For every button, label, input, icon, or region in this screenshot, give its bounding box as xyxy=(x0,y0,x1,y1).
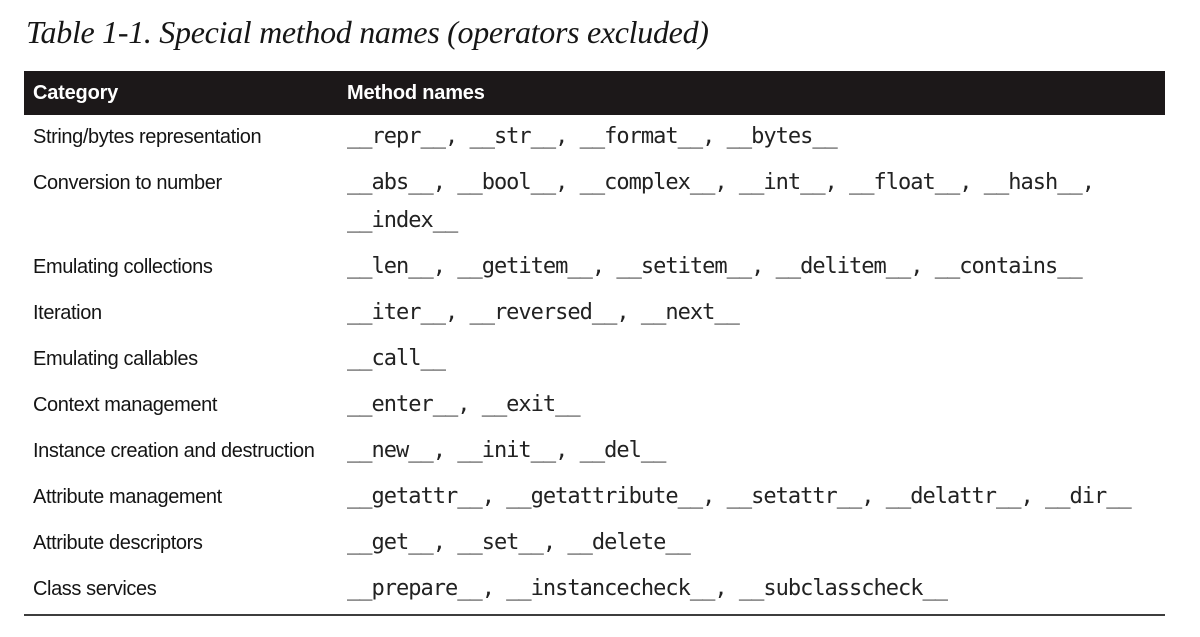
table-row: String/bytes representation __repr__, __… xyxy=(24,118,1165,156)
table-caption: Table 1-1. Special method names (operato… xyxy=(26,14,709,50)
method-names-cell: __len__, __getitem__, __setitem__, __del… xyxy=(347,254,1083,279)
category-cell: Attribute management xyxy=(33,486,222,508)
column-header-category: Category xyxy=(33,81,119,104)
table-row: Iteration __iter__, __reversed__, __next… xyxy=(24,294,1165,332)
special-methods-table: Category Method names String/bytes repre… xyxy=(24,71,1165,616)
category-cell: Conversion to number xyxy=(33,172,222,194)
method-names-cell: __prepare__, __instancecheck__, __subcla… xyxy=(347,576,948,601)
method-names-cell: __get__, __set__, __delete__ xyxy=(347,530,691,555)
method-names-cell: __abs__, __bool__, __complex__, __int__,… xyxy=(347,170,1095,233)
category-cell: Instance creation and destruction xyxy=(33,440,315,462)
table-row: Context management __enter__, __exit__ xyxy=(24,386,1165,424)
method-names-cell: __enter__, __exit__ xyxy=(347,392,581,417)
category-cell: Emulating callables xyxy=(33,348,198,370)
table-header-row: Category Method names xyxy=(24,71,1165,115)
table-row: Attribute management __getattr__, __geta… xyxy=(24,478,1165,516)
table-row: Class services __prepare__, __instancech… xyxy=(24,570,1165,608)
method-names-cell: __call__ xyxy=(347,346,446,371)
table-row: Emulating collections __len__, __getitem… xyxy=(24,248,1165,286)
method-names-cell: __getattr__, __getattribute__, __setattr… xyxy=(347,484,1132,509)
category-cell: Class services xyxy=(33,578,157,600)
table-row: Instance creation and destruction __new_… xyxy=(24,432,1165,470)
category-cell: Iteration xyxy=(33,302,102,324)
category-cell: Emulating collections xyxy=(33,256,213,278)
category-cell: Context management xyxy=(33,394,218,416)
column-header-method-names: Method names xyxy=(347,81,485,104)
table-row: Attribute descriptors __get__, __set__, … xyxy=(24,524,1165,562)
method-names-cell: __iter__, __reversed__, __next__ xyxy=(347,300,740,325)
method-names-cell: __new__, __init__, __del__ xyxy=(347,438,666,463)
table-row: Conversion to number __abs__, __bool__, … xyxy=(24,164,1165,240)
table-body: String/bytes representation __repr__, __… xyxy=(24,115,1165,616)
method-names-cell: __repr__, __str__, __format__, __bytes__ xyxy=(347,124,838,149)
table-row: Emulating callables __call__ xyxy=(24,340,1165,378)
category-cell: Attribute descriptors xyxy=(33,532,203,554)
category-cell: String/bytes representation xyxy=(33,126,262,148)
